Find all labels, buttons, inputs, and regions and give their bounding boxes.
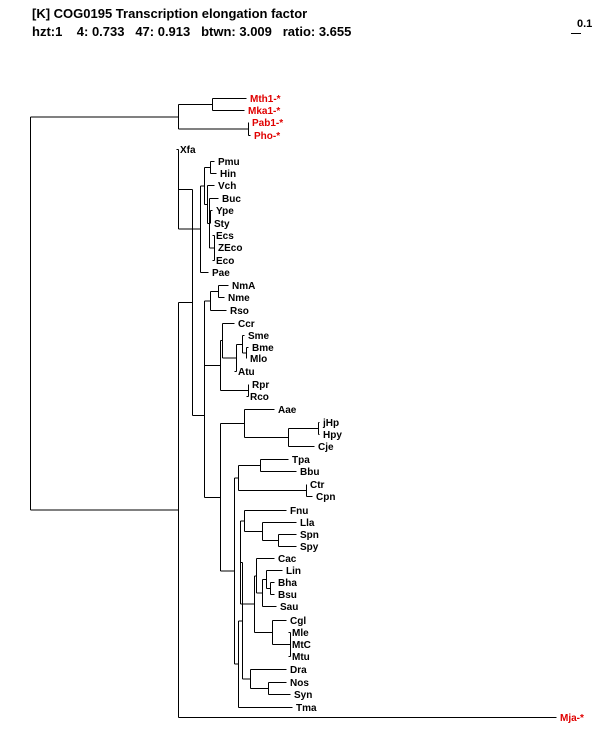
taxon-label-fnu: Fnu xyxy=(290,506,308,517)
taxon-label-pae: Pae xyxy=(212,268,230,279)
taxon-label-lin: Lin xyxy=(286,566,301,577)
taxon-label-bha: Bha xyxy=(278,578,297,589)
taxon-label-cac: Cac xyxy=(278,554,297,565)
taxon-label-vch: Vch xyxy=(218,181,236,192)
taxon-label-cgl: Cgl xyxy=(290,616,306,627)
scale-label: 0.1 xyxy=(577,18,593,30)
taxon-label-hin: Hin xyxy=(220,169,236,180)
taxon-label-spy: Spy xyxy=(300,542,319,553)
taxon-label-buc: Buc xyxy=(222,194,241,205)
taxon-label-nme: Nme xyxy=(228,293,250,304)
taxon-label-sty: Sty xyxy=(214,219,230,230)
taxon-label-cje: Cje xyxy=(318,442,334,453)
taxon-label-spn: Spn xyxy=(300,530,319,541)
taxon-label-bsu: Bsu xyxy=(278,590,297,601)
taxon-label-ype: Ype xyxy=(216,206,234,217)
taxon-label-tpa: Tpa xyxy=(292,455,310,466)
taxon-label-tma: Tma xyxy=(296,703,317,714)
taxon-label-bbu: Bbu xyxy=(300,467,319,478)
taxon-label-pho: Pho-* xyxy=(254,131,280,142)
taxon-label-ecs: Ecs xyxy=(216,231,234,242)
taxon-label-mtc: MtC xyxy=(292,640,311,651)
taxon-label-sme: Sme xyxy=(248,331,270,342)
taxon-label-zeco: ZEco xyxy=(218,243,242,254)
taxon-label-nma: NmA xyxy=(232,281,255,292)
taxon-label-ccr: Ccr xyxy=(238,319,255,330)
taxon-label-xfa: Xfa xyxy=(180,145,196,156)
taxon-label-hpy: Hpy xyxy=(323,430,342,441)
taxon-label-sau: Sau xyxy=(280,602,298,613)
taxon-label-mtu: Mtu xyxy=(292,652,310,663)
scale-bar xyxy=(571,33,581,34)
taxon-label-mth1: Mth1-* xyxy=(250,94,281,105)
taxon-label-jhp: jHp xyxy=(322,418,339,429)
stats-line: hzt:1 4: 0.733 47: 0.913 btwn: 3.009 rat… xyxy=(32,24,352,39)
page-title: [K] COG0195 Transcription elongation fac… xyxy=(32,6,308,21)
taxon-label-mle: Mle xyxy=(292,628,309,639)
taxon-label-bme: Bme xyxy=(252,343,274,354)
taxon-label-rco: Rco xyxy=(250,392,269,403)
taxon-label-rso: Rso xyxy=(230,306,249,317)
taxon-label-atu: Atu xyxy=(238,367,255,378)
taxon-label-eco: Eco xyxy=(216,256,234,267)
taxon-label-aae: Aae xyxy=(278,405,297,416)
taxon-label-lla: Lla xyxy=(300,518,315,529)
taxon-label-rpr: Rpr xyxy=(252,380,269,391)
taxon-label-ctr: Ctr xyxy=(310,480,325,491)
taxon-label-nos: Nos xyxy=(290,678,309,689)
taxon-label-mka1: Mka1-* xyxy=(248,106,280,117)
taxon-label-dra: Dra xyxy=(290,665,307,676)
taxon-label-mja: Mja-* xyxy=(560,713,584,724)
taxon-label-pab1: Pab1-* xyxy=(252,118,283,129)
taxon-label-mlo: Mlo xyxy=(250,354,267,365)
taxon-label-syn: Syn xyxy=(294,690,312,701)
taxon-label-cpn: Cpn xyxy=(316,492,335,503)
taxon-label-pmu: Pmu xyxy=(218,157,240,168)
